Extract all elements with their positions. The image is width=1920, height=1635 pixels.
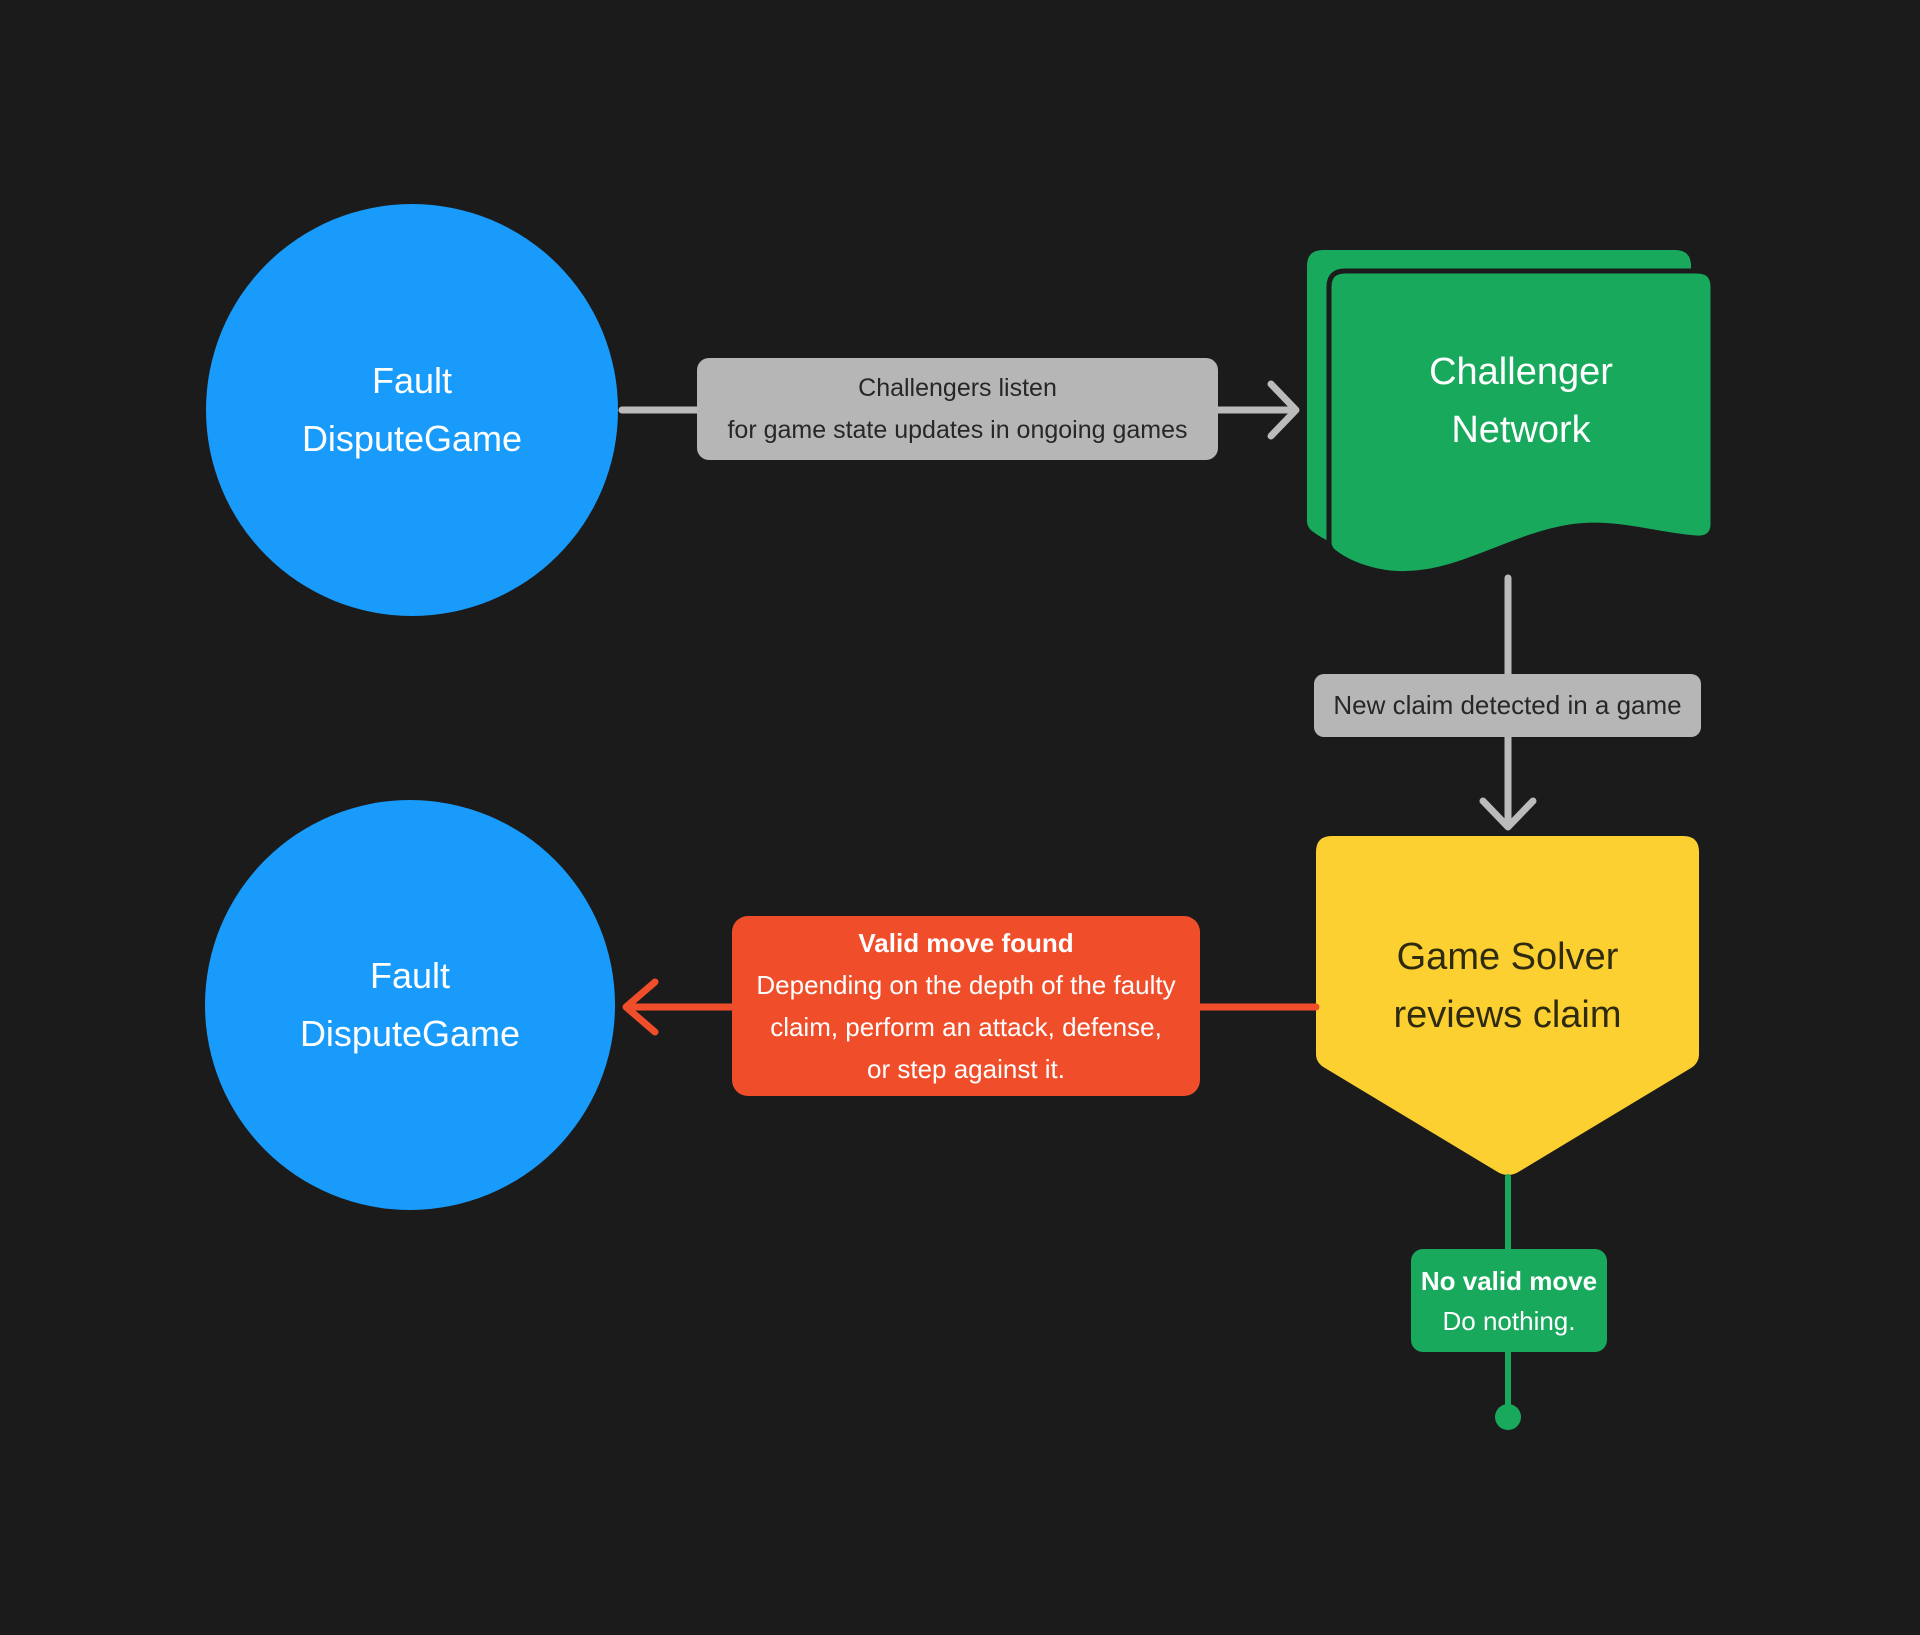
node-label-line: DisputeGame (299, 1013, 521, 1054)
callout-body-line: claim, perform an attack, defense, (770, 1012, 1162, 1042)
edge-label-line: New claim detected in a game (1333, 690, 1682, 720)
game-solver-pentagon-shape (1316, 836, 1699, 1175)
node-label-line: Game Solver (1396, 936, 1619, 978)
challenger-network-doc-front-shape (1326, 268, 1716, 577)
terminal-dot (1495, 1404, 1521, 1430)
node-fault-dispute-game-bottom: Fault DisputeGame (205, 800, 615, 1210)
node-label-line: Fault (371, 360, 453, 401)
edge-label-valid-move: Valid move found Depending on the depth … (732, 916, 1200, 1096)
edge-label-new-claim: New claim detected in a game (1314, 674, 1701, 737)
callout-title: No valid move (1420, 1265, 1598, 1296)
edge-label-line: Challengers listen (858, 374, 1057, 402)
node-game-solver: Game Solver reviews claim (1316, 836, 1699, 1136)
node-label-line: Network (1451, 409, 1591, 451)
edge-label-line: for game state updates in ongoing games (727, 416, 1188, 444)
callout-body-line: or step against it. (867, 1054, 1065, 1084)
node-challenger-network: Challenger Network (1329, 271, 1713, 531)
node-label-line: DisputeGame (301, 418, 523, 459)
callout-body-line: Depending on the depth of the faulty (756, 970, 1176, 1000)
callout-title: Valid move found (858, 928, 1074, 958)
callout-body-line: Do nothing. (1442, 1305, 1576, 1336)
node-label-line: Fault (369, 955, 451, 996)
node-label-line: Challenger (1429, 351, 1613, 393)
node-fault-dispute-game-top: Fault DisputeGame (206, 204, 618, 616)
edge-label-challengers-listen: Challengers listen for game state update… (697, 358, 1218, 460)
edge-label-no-valid-move: No valid move Do nothing. (1411, 1249, 1607, 1352)
node-label-line: reviews claim (1393, 994, 1622, 1036)
